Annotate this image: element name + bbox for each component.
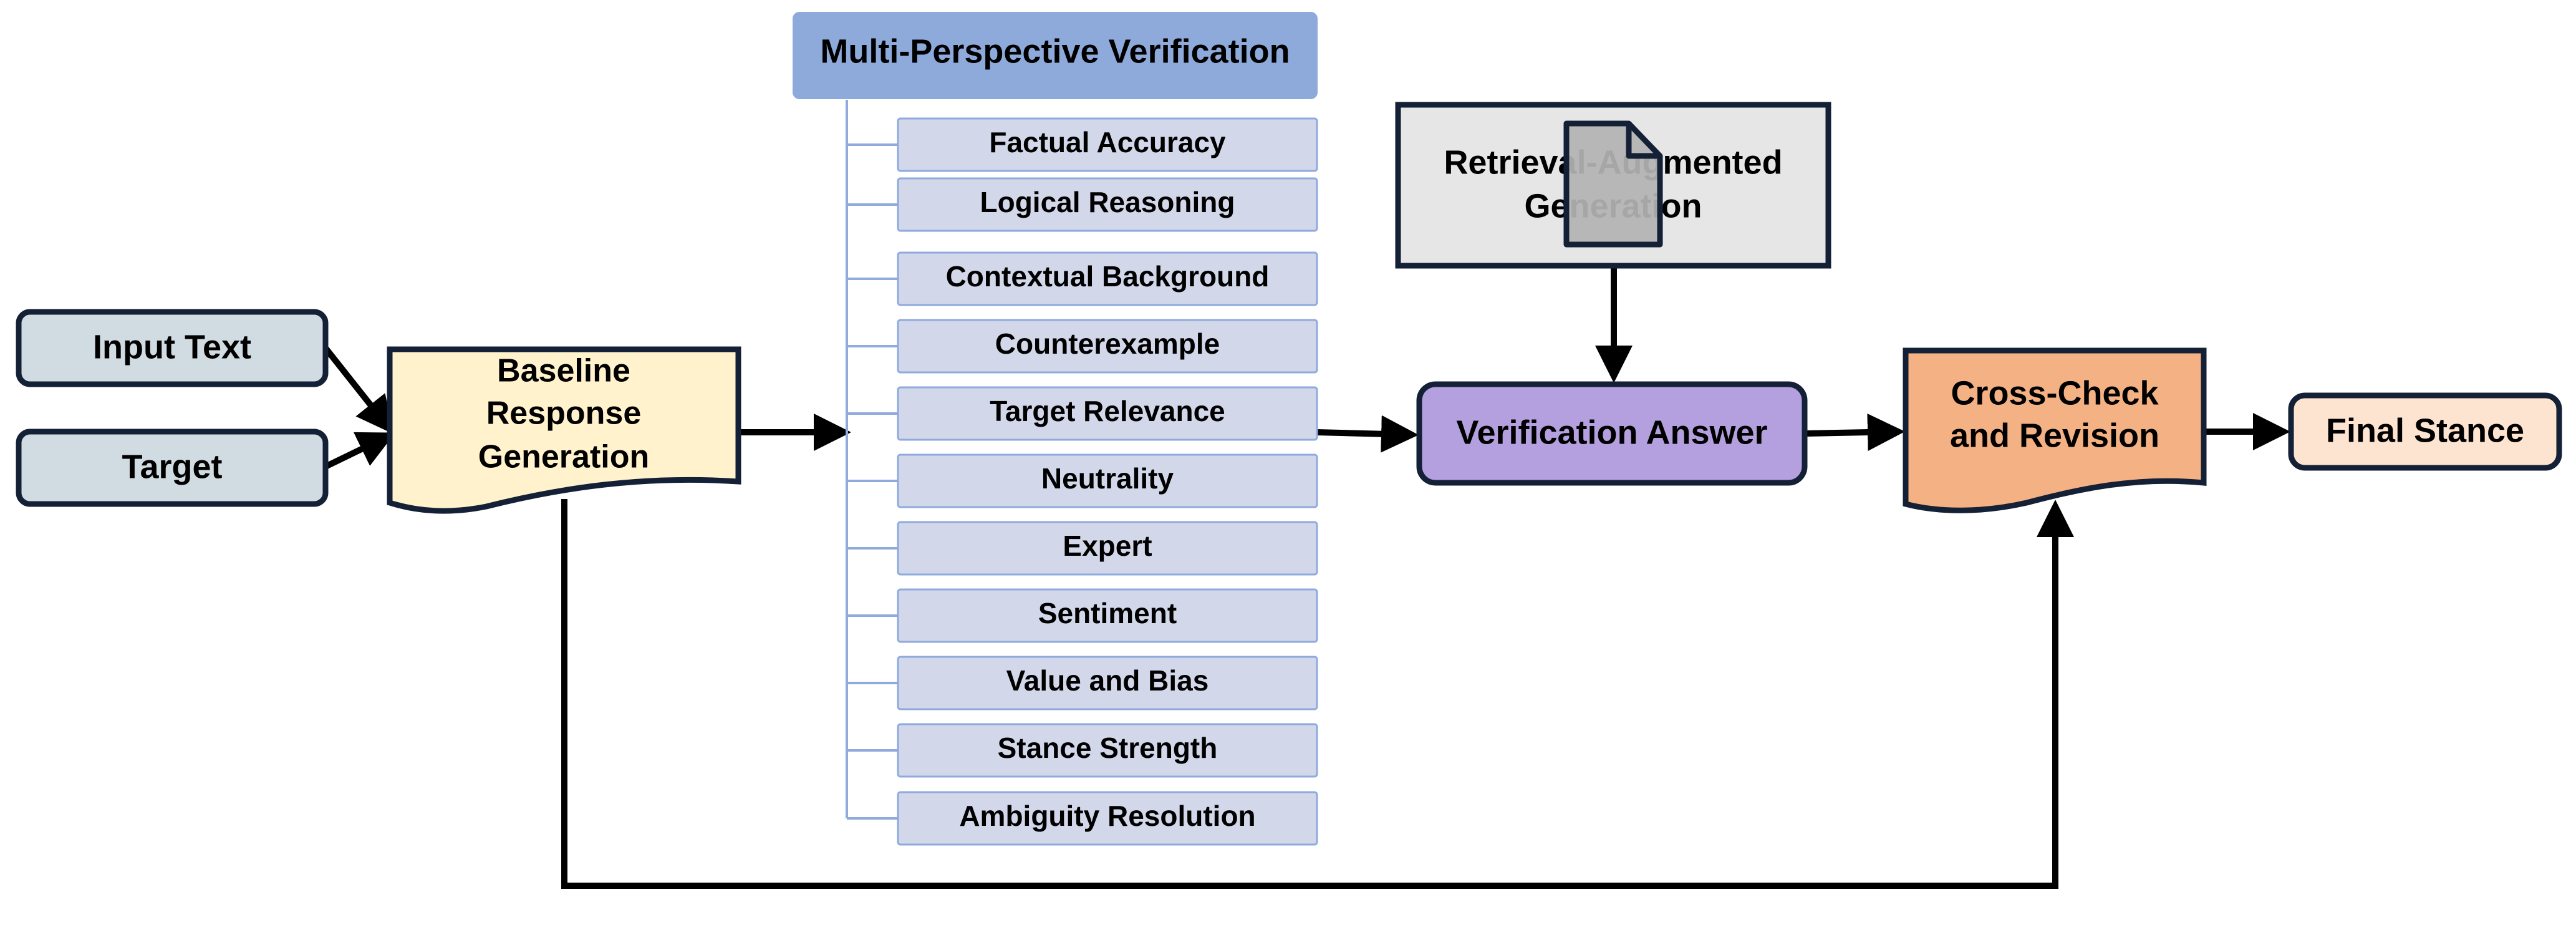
perspective-item: Contextual Background [897,251,1318,306]
perspective-label: Expert [1063,530,1152,562]
perspective-bracket [846,100,898,820]
baseline-label-line-2: Response [486,395,642,432]
perspective-label: Neutrality [1041,462,1174,495]
arrow-baseline-to-crosscheck-loop [561,499,2074,889]
multi-perspective-verification-header: Multi-Perspective Verification [793,12,1318,99]
document-icon [1563,120,1663,248]
perspective-label: Ambiguity Resolution [959,800,1255,832]
final-stance-label: Final Stance [2326,412,2524,449]
perspective-label: Counterexample [995,327,1220,360]
perspective-label: Logical Reasoning [980,186,1235,218]
cross-check-label-line-2: and Revision [1950,417,2159,454]
retrieval-augmented-generation-box: Retrieval-Augmented Generation [1395,102,1831,269]
perspective-label: Sentiment [1038,597,1177,629]
arrow-perspectives-to-verification [1316,415,1419,453]
perspective-item: Counterexample [897,319,1318,374]
baseline-label-line-1: Baseline [497,353,630,389]
perspective-label: Stance Strength [998,732,1218,764]
perspective-list: Factual Accuracy Logical Reasoning Conte… [897,117,1318,846]
arrow-verification-to-crosscheck [1804,413,1905,451]
perspective-item: Value and Bias [897,656,1318,710]
baseline-label-line-3: Generation [478,439,650,475]
cross-check-label-line-1: Cross-Check [1951,374,2159,412]
connectors [323,100,2290,889]
input-text-box: Input Text [16,309,329,387]
target-box: Target [16,429,329,507]
cross-check-and-revision-box: Cross-Check and Revision [1903,347,2207,513]
verification-answer-label: Verification Answer [1456,414,1767,451]
perspective-item: Target Relevance [897,386,1318,441]
arrow-input-to-baseline [323,346,394,434]
perspective-label: Contextual Background [946,260,1270,293]
target-label: Target [122,448,222,485]
perspective-item: Logical Reasoning [897,177,1318,232]
final-stance-box: Final Stance [2288,392,2562,471]
verification-answer-box: Verification Answer [1416,381,1808,486]
arrow-target-to-baseline [324,432,395,470]
perspective-item: Ambiguity Resolution [897,791,1318,846]
baseline-response-generation-box: Baseline Response Generation [387,346,741,514]
perspective-item: Factual Accuracy [897,117,1318,172]
perspective-label: Factual Accuracy [989,126,1226,158]
perspective-item: Stance Strength [897,723,1318,778]
perspective-item: Sentiment [897,588,1318,643]
perspective-item: Expert [897,521,1318,576]
mpv-header-label: Multi-Perspective Verification [820,32,1290,70]
perspective-item: Neutrality [897,453,1318,508]
input-text-label: Input Text [93,328,251,366]
perspective-label: Value and Bias [1006,664,1209,697]
perspective-label: Target Relevance [990,395,1225,427]
